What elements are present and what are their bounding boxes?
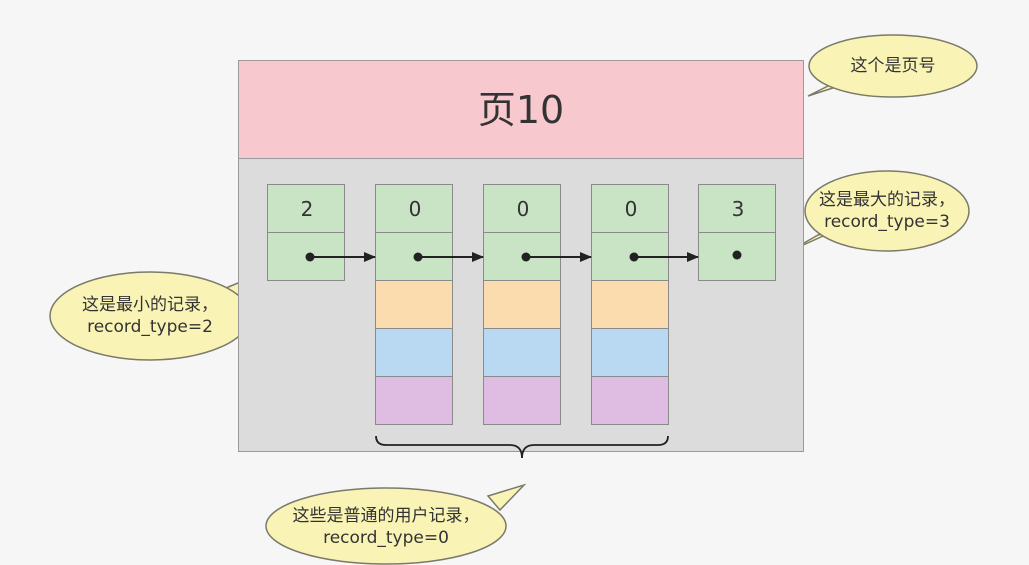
min-record-callout: 这是最小的记录， record_type=2 — [52, 294, 248, 338]
user-records-callout-shape — [265, 483, 527, 565]
page-number-callout: 这个是页号 — [820, 55, 966, 77]
max-record-callout: 这是最大的记录， record_type=3 — [806, 189, 968, 233]
pointer-dots — [305, 250, 742, 262]
callout-line: 这是最小的记录， — [82, 295, 218, 315]
page-number-callout-shape — [807, 34, 978, 98]
record-type-label: 0 — [624, 197, 638, 221]
user-records-callout: 这些是普通的用户记录， record_type=0 — [270, 505, 502, 549]
callout-line: 这是最大的记录， — [819, 190, 955, 210]
record-type-label: 3 — [731, 197, 745, 221]
user-record-3: 0 — [591, 184, 669, 425]
page-title: 页10 — [477, 88, 565, 132]
record-field-3 — [375, 376, 453, 425]
record-field-1 — [483, 280, 561, 329]
record-field-3 — [591, 376, 669, 425]
record-type-cell: 2 — [267, 184, 345, 233]
record-field-2 — [591, 328, 669, 377]
max-record-callout-shape — [789, 170, 970, 252]
record-field-1 — [375, 280, 453, 329]
callout-line: record_type=2 — [87, 317, 213, 337]
record-type-label: 0 — [516, 197, 530, 221]
callout-line: 这个是页号 — [850, 56, 936, 76]
record-field-3 — [483, 376, 561, 425]
record-type-label: 0 — [408, 197, 422, 221]
record-type-cell: 3 — [698, 184, 776, 233]
callout-line: record_type=3 — [824, 212, 950, 232]
page-header: 页10 — [239, 61, 803, 159]
record-field-1 — [591, 280, 669, 329]
record-type-label: 2 — [300, 197, 314, 221]
user-records-brace — [375, 435, 669, 459]
record-type-cell: 0 — [591, 184, 669, 233]
callout-line: 这些是普通的用户记录， — [292, 506, 480, 526]
callout-line: record_type=0 — [323, 528, 449, 548]
